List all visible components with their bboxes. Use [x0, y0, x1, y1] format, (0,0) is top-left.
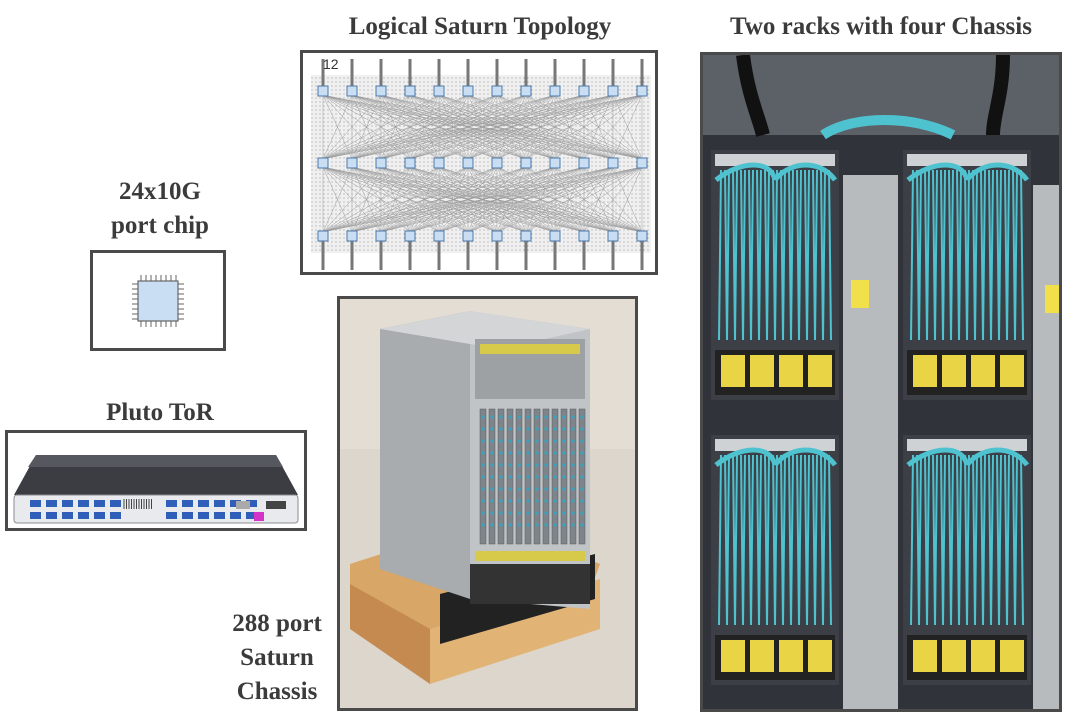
topology-node: [375, 157, 387, 169]
tor-panel: [5, 430, 307, 531]
chassis-label-line2: Saturn: [240, 644, 314, 671]
racks-title: Two racks with four Chassis: [730, 13, 1032, 40]
tor-label: Pluto ToR: [106, 399, 214, 426]
topology-node: [578, 157, 590, 169]
topology-panel: 12: [300, 50, 658, 275]
topology-node: [346, 157, 358, 169]
chip-label-line2: port chip: [111, 212, 209, 239]
topology-node: [375, 230, 387, 242]
topology-node: [491, 157, 503, 169]
racks-photo: [703, 55, 1059, 709]
chip-icon: [132, 275, 184, 327]
topology-node: [607, 85, 619, 97]
topology-node: [520, 157, 532, 169]
topology-node: [375, 85, 387, 97]
topology-node: [636, 230, 648, 242]
chip-label-line1: 24x10G: [119, 178, 201, 205]
topology-node: [346, 85, 358, 97]
topology-node: [317, 230, 329, 242]
topology-node: [549, 157, 561, 169]
topology-node: [578, 230, 590, 242]
topology-diagram: 12: [311, 56, 651, 270]
chassis-photo: [340, 299, 635, 708]
topology-node: [433, 157, 445, 169]
topology-title: Logical Saturn Topology: [348, 13, 612, 40]
topology-node: [636, 157, 648, 169]
topology-node: [520, 230, 532, 242]
topology-node: [607, 230, 619, 242]
topology-node: [433, 85, 445, 97]
topology-node: [433, 230, 445, 242]
topology-node: [607, 157, 619, 169]
topology-node: [636, 85, 648, 97]
topology-node: [462, 157, 474, 169]
chassis-photo-panel: [337, 296, 638, 711]
chip-panel: [90, 250, 226, 351]
chassis-label-line1: 288 port: [232, 610, 322, 637]
topology-node: [520, 85, 532, 97]
topology-node: [317, 157, 329, 169]
tor-switch-image: [13, 455, 299, 524]
topology-node: [491, 85, 503, 97]
topology-node: [491, 230, 503, 242]
topology-corner-number: 12: [323, 56, 339, 72]
topology-node: [404, 85, 416, 97]
topology-node: [549, 85, 561, 97]
topology-node: [317, 85, 329, 97]
topology-node: [462, 85, 474, 97]
topology-node: [346, 230, 358, 242]
topology-node: [578, 85, 590, 97]
topology-node: [404, 230, 416, 242]
topology-node: [549, 230, 561, 242]
topology-node: [404, 157, 416, 169]
racks-photo-panel: [700, 52, 1062, 712]
topology-node: [462, 230, 474, 242]
chassis-label-line3: Chassis: [236, 678, 318, 705]
